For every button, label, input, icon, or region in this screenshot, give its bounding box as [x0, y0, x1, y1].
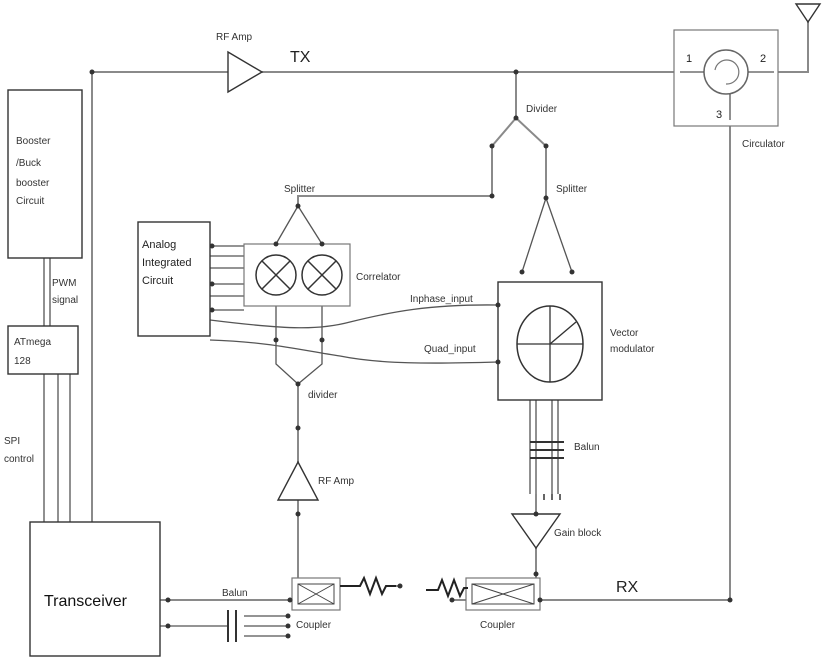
atmega-label-1: ATmega [14, 337, 51, 348]
resistor-right-icon [426, 577, 468, 599]
vector-modulator-label-2: modulator [610, 344, 655, 355]
correlator [243, 243, 351, 307]
coupler-left-label: Coupler [296, 620, 332, 631]
booster-line-4: Circuit [16, 196, 45, 207]
rx-label: RX [616, 579, 639, 596]
rf-amp-rx-label: RF Amp [318, 476, 355, 487]
port-3-label: 3 [716, 109, 722, 121]
aic-label-2: Integrated [142, 257, 192, 269]
junction-dots [89, 69, 733, 639]
balun-right-label: Balun [574, 442, 600, 453]
pwm-label-2: signal [52, 295, 78, 306]
analog-integrated-circuit [137, 221, 211, 337]
spi-label-1: SPI [4, 436, 20, 447]
gain-block-label: Gain block [554, 528, 602, 539]
divider-bottom-label: divider [308, 390, 338, 401]
inphase-input-label: Inphase_input [410, 294, 473, 305]
transceiver [29, 521, 161, 657]
atmega-128 [7, 325, 79, 375]
balun-left-label: Balun [222, 588, 248, 599]
circulator [673, 29, 779, 127]
atmega-label-2: 128 [14, 356, 31, 367]
rf-amp-tx-label: RF Amp [216, 32, 253, 43]
booster-line-2: /Buck [16, 158, 42, 169]
resistor-left-icon [340, 575, 396, 597]
coupler-left [291, 577, 341, 611]
booster-buck-circuit [7, 89, 83, 259]
aic-label-3: Circuit [142, 275, 173, 287]
splitter-left-label: Splitter [284, 184, 316, 195]
vector-modulator [497, 281, 603, 401]
balun-left [227, 610, 237, 642]
divider-top-label: Divider [526, 104, 558, 115]
aic-label-1: Analog [142, 239, 176, 251]
circulator-label: Circulator [742, 139, 785, 150]
rf-amp-rx [276, 460, 320, 501]
port-2-label: 2 [760, 53, 766, 65]
correlator-label: Correlator [356, 272, 401, 283]
coupler-right-label: Coupler [480, 620, 516, 631]
antenna-icon [794, 3, 822, 24]
balun-right [530, 441, 564, 500]
port-1-label: 1 [686, 53, 692, 65]
pwm-label-1: PWM [52, 278, 76, 289]
coupler-right [465, 577, 541, 611]
gain-block [510, 513, 562, 550]
booster-line-1: Booster [16, 136, 51, 147]
spi-label-2: control [4, 454, 34, 465]
rf-amp-tx [227, 50, 264, 94]
wires [43, 22, 809, 637]
tx-label: TX [290, 49, 311, 66]
splitter-right-label: Splitter [556, 184, 588, 195]
booster-line-3: booster [16, 178, 50, 189]
transceiver-label: Transceiver [44, 593, 128, 610]
quad-input-label: Quad_input [424, 344, 476, 355]
vector-modulator-label-1: Vector [610, 328, 639, 339]
